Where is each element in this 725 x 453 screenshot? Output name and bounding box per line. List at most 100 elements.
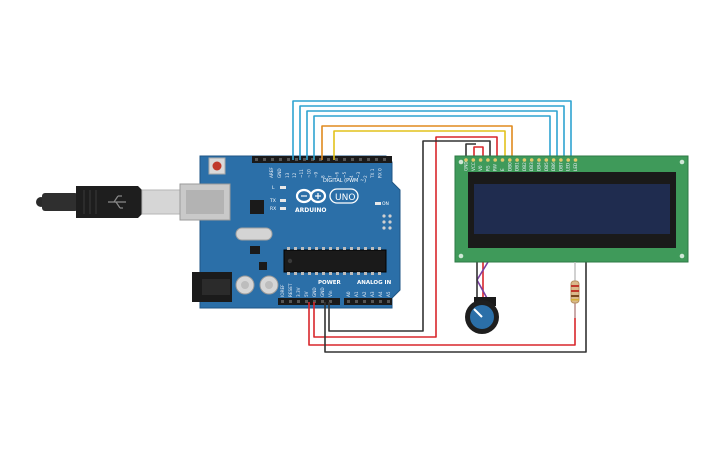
wire-yellow[interactable] [333, 130, 506, 160]
power-pin-label: IOREF [280, 284, 285, 297]
lcd-pin[interactable] [537, 158, 541, 162]
mount-hole [458, 159, 464, 165]
wire-blue[interactable] [292, 100, 572, 160]
digital-pin-label: RX 0 [377, 168, 382, 178]
lcd-pin[interactable] [544, 158, 549, 162]
lcd-pin-label: V0 [478, 165, 483, 171]
lcd-pin[interactable] [493, 158, 498, 162]
wire-black[interactable] [465, 143, 476, 160]
resistor-band [571, 299, 579, 301]
digital-pin-label: 13 [285, 172, 290, 178]
lcd-pin-label: E [500, 168, 505, 171]
wires[interactable] [292, 100, 587, 353]
small-chip [259, 262, 267, 270]
wire-red[interactable] [308, 296, 576, 346]
lcd-pin[interactable] [529, 158, 534, 162]
lcd-pin[interactable] [573, 158, 578, 162]
label-tx: TX [269, 198, 276, 204]
wire-black[interactable] [324, 262, 587, 353]
lcd-pin[interactable] [471, 158, 476, 162]
pot-indicator [473, 308, 483, 318]
potentiometer[interactable] [465, 297, 499, 334]
lcd-pin[interactable] [508, 158, 512, 162]
lcd-pin[interactable] [559, 158, 563, 162]
wire-red[interactable] [473, 146, 484, 160]
analog-header[interactable] [344, 298, 392, 305]
arduino-logo-icon [295, 188, 327, 204]
lcd-pin-label: RS [485, 165, 490, 171]
wire-black[interactable] [328, 140, 491, 332]
lcd-pin[interactable] [522, 158, 527, 162]
digital-pin-label: ~11 [299, 169, 304, 178]
chip-pins [287, 247, 381, 275]
power-pin-label: GND [312, 287, 317, 297]
digital-pin-label: 8 [321, 175, 326, 178]
label-power: POWER [318, 280, 342, 286]
lcd-pin[interactable] [515, 158, 519, 162]
wire-blue[interactable] [313, 115, 551, 160]
label-on: ON [382, 201, 389, 207]
digital-pin-label: ~5 [342, 171, 347, 178]
lcd-pin-label: RW [493, 164, 498, 171]
lcd-pin-label: LED [566, 163, 571, 171]
lcd-screen [474, 184, 670, 234]
lcd-pin-label: DB3 [529, 162, 534, 171]
mount-hole [679, 159, 685, 165]
mount-hole [679, 253, 685, 259]
uno-badge [329, 188, 359, 204]
lcd-pin-label: LED [573, 163, 578, 171]
power-pin-label: RESET [288, 283, 293, 297]
mount-hole [458, 253, 464, 259]
brand-text: ARDUINO [295, 207, 326, 214]
lcd-pin[interactable] [566, 158, 570, 162]
lcd-pin-label: DB4 [537, 162, 542, 171]
icsp-header [382, 214, 392, 230]
lcd-pin-label: DB5 [544, 162, 549, 171]
lcd-pin[interactable] [464, 158, 468, 162]
wire-red[interactable] [313, 136, 498, 338]
digital-pin-label: ~9 [313, 171, 318, 178]
wire-blue[interactable] [306, 110, 558, 160]
power-pin-label: 5V [304, 291, 309, 297]
label-analog: ANALOG IN [357, 280, 392, 286]
atmega328-chip [283, 249, 387, 273]
label-l: L [272, 185, 275, 191]
lcd-pin-label: DB7 [558, 162, 563, 171]
led-l [280, 186, 286, 189]
digital-pin-label: ~3 [356, 171, 361, 178]
analog-pin-label: A5 [386, 291, 391, 297]
lcd-pin[interactable] [551, 158, 556, 162]
pin-label-gnd: GND [277, 168, 282, 178]
wire-orange[interactable] [321, 125, 513, 160]
led-on [375, 202, 381, 205]
lcd-pin[interactable] [478, 158, 483, 162]
lcd-pin-label: VCC [471, 162, 476, 171]
led-tx [280, 199, 286, 202]
wire-blue[interactable] [299, 105, 565, 160]
usb-plug-metal [141, 189, 181, 215]
power-header[interactable] [278, 298, 340, 305]
label-rx: RX [270, 206, 276, 212]
resistor-band [571, 295, 579, 297]
lcd-pin-label: DB1 [515, 162, 520, 171]
analog-pin-label: A0 [346, 291, 351, 297]
lcd-pin-label: GND [464, 161, 469, 171]
analog-pin-label: A1 [354, 291, 359, 297]
lcd-pin[interactable] [500, 158, 505, 162]
lcd-pin[interactable] [486, 158, 490, 162]
power-pin-label: GND [320, 287, 325, 297]
usb-cable[interactable] [36, 186, 181, 218]
arduino-uno-board[interactable]: L TX RX ON DIGITAL (PWM ~) POWER ANALOG … [179, 155, 401, 309]
reset-button-cap[interactable] [212, 161, 222, 171]
crystal-oscillator [235, 227, 273, 241]
digital-pin-label: 7 [328, 175, 333, 178]
resistor[interactable] [570, 262, 580, 318]
led-rx [280, 207, 286, 210]
lcd-pin-label: DB6 [551, 162, 556, 171]
lcd-pin-label: DB2 [522, 162, 527, 171]
